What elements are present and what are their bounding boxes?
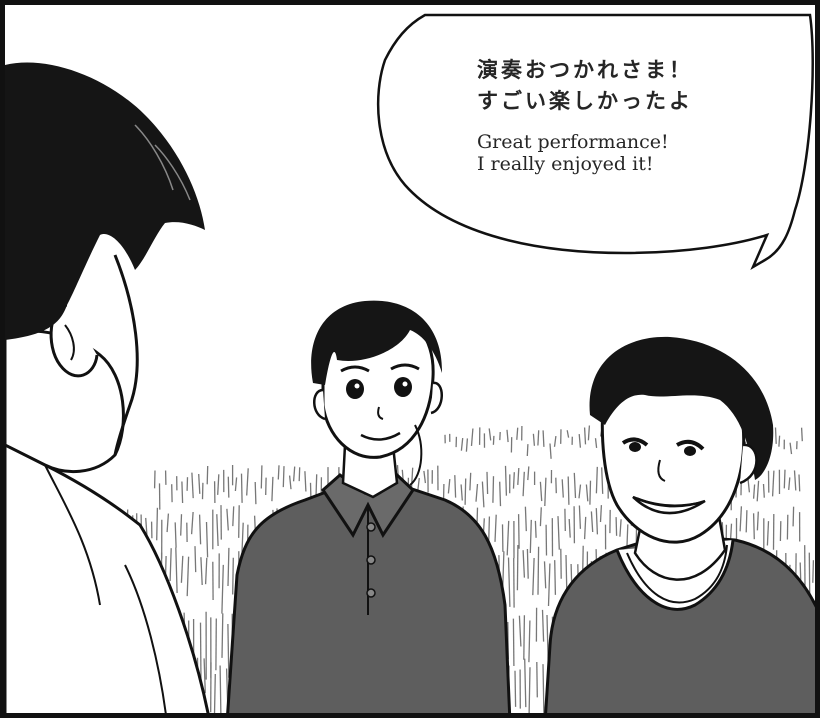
speech-bubble-text: 演奏おつかれさま！ すごい楽しかったよ Great performance! I… [477, 55, 777, 175]
japanese-line-1: 演奏おつかれさま！ [477, 58, 693, 82]
japanese-dialogue: 演奏おつかれさま！ すごい楽しかったよ [477, 55, 777, 117]
panel-illustration [5, 13, 815, 713]
man-foreground-left [5, 62, 210, 713]
english-dialogue: Great performance! I really enjoyed it! [477, 131, 777, 175]
japanese-line-2: すごい楽しかったよ [477, 89, 693, 113]
speech-bubble [376, 13, 814, 271]
english-line-2: I really enjoyed it! [477, 153, 654, 175]
woman-right-smiling [544, 336, 815, 713]
woman-center [226, 300, 512, 713]
english-line-1: Great performance! [477, 131, 669, 153]
